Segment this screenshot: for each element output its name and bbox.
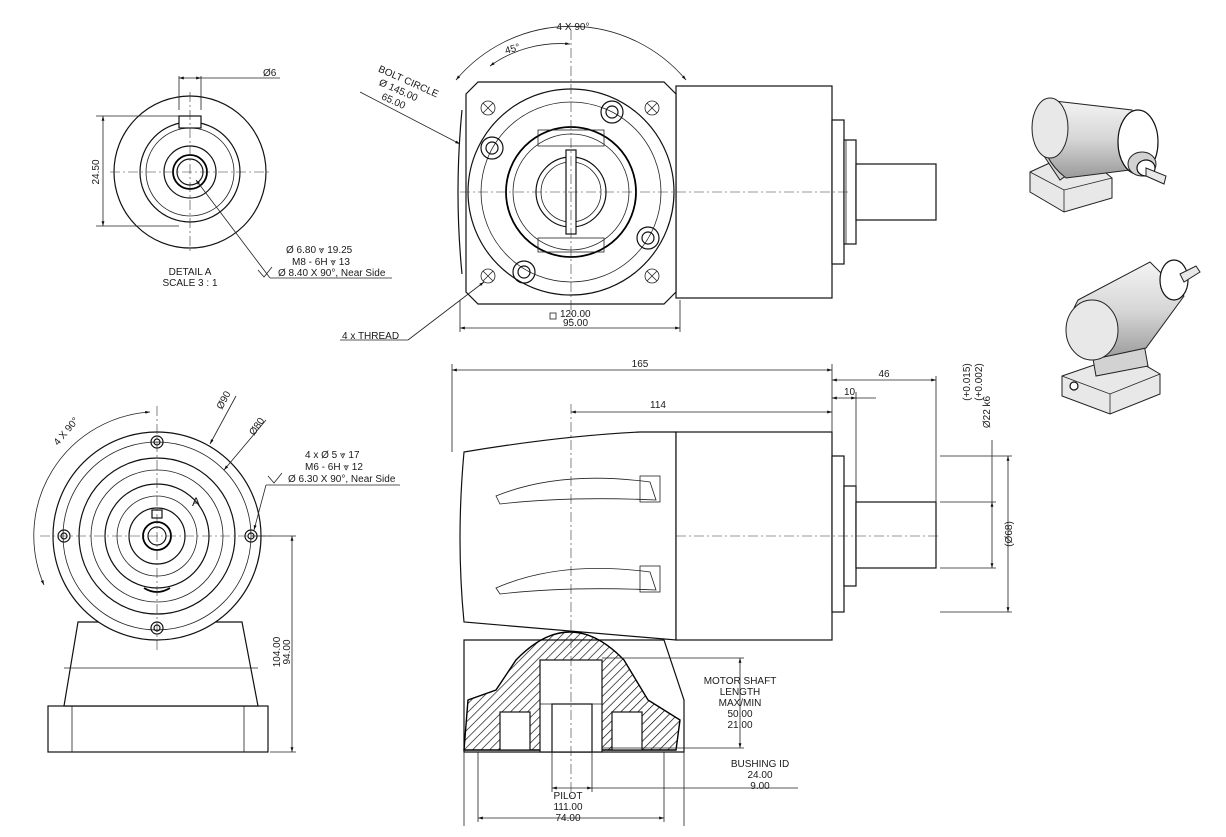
isometric-render-top bbox=[1029, 97, 1167, 213]
motor-shaft-2: LENGTH bbox=[720, 687, 761, 698]
bushing-max: 24.00 bbox=[747, 770, 772, 781]
front-dia-80: Ø80 bbox=[247, 416, 267, 438]
pilot-min: 74.00 bbox=[555, 813, 580, 824]
square-dim-1: 120.00 bbox=[560, 309, 591, 320]
detail-a-title: DETAIL A bbox=[169, 267, 212, 278]
top-view: 4 X 90° 45° BOLT CIRCLE Ø 145.00 65.00 1… bbox=[340, 22, 937, 342]
motor-shaft-min: 21.00 bbox=[727, 720, 752, 731]
isometric-render-bottom bbox=[1061, 259, 1201, 415]
top-angle-45: 45° bbox=[504, 42, 522, 57]
hole-note-1: 4 x Ø 5 ⩔ 17 bbox=[305, 450, 360, 461]
detail-a-view: Ø6 24.50 Ø 6.80 ⩔ 19.25 M8 - 6H ⩔ 13 Ø 8… bbox=[91, 68, 392, 289]
detail-a-dia-6: Ø6 bbox=[263, 68, 277, 79]
len-114: 114 bbox=[650, 400, 666, 411]
front-height-2: 94.00 bbox=[282, 639, 293, 664]
bushing-label: BUSHING ID bbox=[731, 759, 789, 770]
front-angle-4x90: 4 X 90° bbox=[52, 416, 82, 448]
tol-upper: (+0.015) bbox=[962, 363, 973, 401]
detail-a-note-1: Ø 6.80 ⩔ 19.25 bbox=[286, 245, 353, 256]
detail-a-scale: SCALE 3 : 1 bbox=[162, 278, 217, 289]
front-dia-90: Ø90 bbox=[215, 389, 234, 411]
detail-a-marker: A bbox=[192, 495, 200, 509]
body-dia: (Ø68) bbox=[1004, 521, 1015, 547]
motor-shaft-max: 50.00 bbox=[727, 709, 752, 720]
shaft-dia: Ø22 k6 bbox=[982, 395, 993, 428]
motor-shaft-3: MAX/MIN bbox=[719, 698, 762, 709]
bushing-min: 9.00 bbox=[750, 781, 770, 792]
detail-a-height: 24.50 bbox=[91, 159, 102, 184]
len-10: 10 bbox=[844, 387, 856, 398]
motor-shaft-1: MOTOR SHAFT bbox=[704, 676, 777, 687]
len-165: 165 bbox=[632, 359, 649, 370]
hole-note-2: M6 - 6H ⩔ 12 bbox=[305, 462, 363, 473]
detail-a-note-3: Ø 8.40 X 90°, Near Side bbox=[278, 268, 386, 279]
thread-label: 4 x THREAD bbox=[342, 331, 399, 342]
square-dim-2: 95.00 bbox=[563, 318, 588, 329]
len-46: 46 bbox=[878, 369, 890, 380]
side-view: 165 114 46 10 (Ø68) Ø22 k6 (+0.015) (+0.… bbox=[451, 359, 1015, 826]
hole-note-3: Ø 6.30 X 90°, Near Side bbox=[288, 474, 396, 485]
top-angle-4x90: 4 X 90° bbox=[557, 22, 590, 33]
tol-lower: (+0.002) bbox=[974, 363, 985, 401]
front-view: 4 X 90° Ø90 Ø80 4 x Ø 5 ⩔ 17 M6 - 6H ⩔ 1… bbox=[33, 389, 400, 753]
detail-a-note-2: M8 - 6H ⩔ 13 bbox=[292, 257, 350, 268]
pilot-max: 111.00 bbox=[553, 802, 583, 813]
front-height-1: 104.00 bbox=[272, 636, 283, 667]
pilot-label: PILOT bbox=[554, 791, 583, 802]
